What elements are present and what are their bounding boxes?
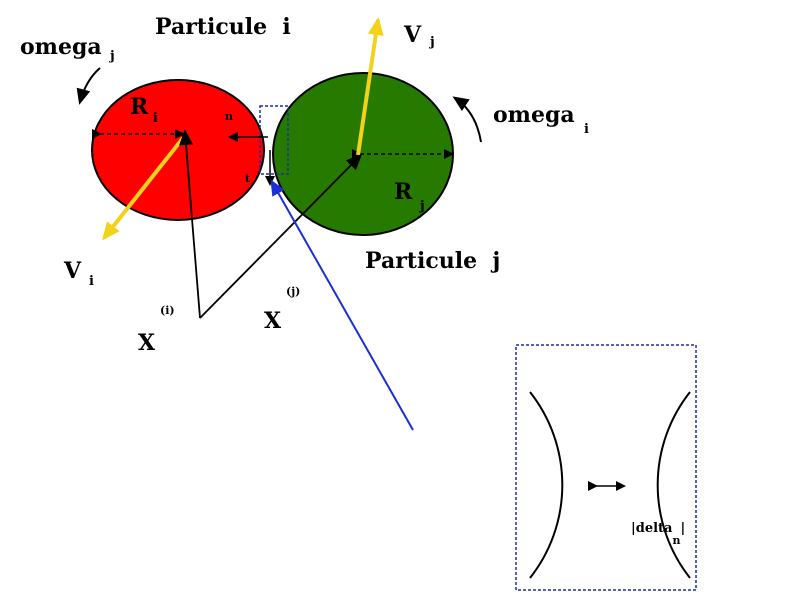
omega-right-label: omega [493, 102, 575, 128]
position-j-sup: (j) [286, 285, 300, 298]
position-j-vector [199, 153, 363, 319]
radius-j-label: R [394, 179, 413, 205]
zoom-pointer-arrow [270, 179, 414, 431]
velocity-i-label: V [63, 258, 82, 284]
overlap-label-prefix: |delta [631, 521, 673, 536]
velocity-j-sub: j [429, 35, 435, 50]
particle-j-title: Particule j [365, 248, 500, 274]
overlap-label-suffix: | [680, 521, 685, 536]
inset-left-particle-arc [529, 391, 564, 579]
normal-label: n [225, 110, 233, 123]
velocity-i-sub: i [89, 274, 94, 289]
radius-j-sub: j [419, 199, 425, 214]
particle-i-disc [91, 79, 265, 221]
omega-left-label: omega [20, 34, 102, 60]
position-i-label: X [138, 330, 156, 356]
velocity-j-label: V [403, 22, 422, 48]
omega-left-sub: j [109, 49, 115, 64]
radius-i-sub: i [153, 111, 158, 126]
overlap-label: |deltan| [631, 521, 685, 547]
overlap-label-sub: n [672, 534, 680, 547]
tangent-label: t [245, 172, 251, 185]
omega-j-rotation-arrow [76, 67, 101, 105]
omega-right-sub: i [584, 122, 589, 137]
position-i-vector [179, 129, 201, 319]
inset-zoom-frame [515, 344, 697, 591]
particle-i-title: Particule i [155, 14, 291, 40]
omega-i-rotation-arrow [452, 96, 482, 143]
velocity-j-arrow [356, 17, 384, 156]
velocity-i-arrow [102, 136, 185, 241]
position-j-label: X [264, 308, 282, 334]
inset-right-particle-arc [656, 391, 691, 579]
contact-zoom-box [259, 105, 289, 175]
position-i-sup: (i) [160, 304, 175, 317]
radius-i-label: R [130, 94, 149, 120]
